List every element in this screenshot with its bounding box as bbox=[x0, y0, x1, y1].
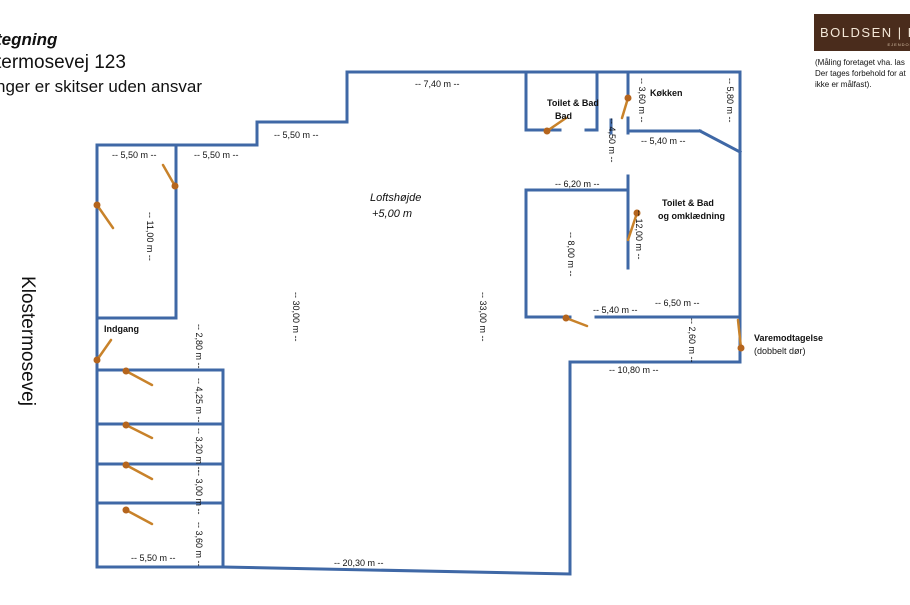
hinge bbox=[624, 94, 632, 102]
room-toilet-1-label-b: Bad bbox=[555, 111, 572, 121]
dim-6-20: -- 6,20 m -- bbox=[555, 179, 600, 189]
door-toilet-2 bbox=[626, 211, 639, 242]
hinge bbox=[122, 367, 130, 375]
door-hinges bbox=[93, 94, 745, 514]
dim-5-50-mid: -- 5,50 m -- bbox=[194, 150, 239, 160]
dim-2-60: -- 2,60 m -- bbox=[687, 318, 697, 363]
dim-7-40: -- 7,40 m -- bbox=[415, 79, 460, 89]
dim-5-40-bottom: -- 5,40 m -- bbox=[593, 305, 638, 315]
dim-2-80: -- 2,80 m -- bbox=[194, 324, 204, 369]
room-entrance-label: Indgang bbox=[104, 324, 139, 334]
plan-title: tegning bbox=[0, 30, 58, 49]
dim-5-80: -- 5,80 m -- bbox=[725, 78, 735, 123]
door-toilet-1 bbox=[545, 116, 568, 133]
hinge bbox=[633, 209, 641, 217]
ceiling-height-label: Loftshøjde bbox=[370, 192, 421, 204]
hinge bbox=[543, 127, 551, 135]
dim-10-80: -- 10,80 m -- bbox=[609, 365, 659, 375]
hinge bbox=[93, 201, 101, 209]
door-room-8 bbox=[564, 316, 589, 328]
doors bbox=[95, 96, 743, 526]
room-toilet-2-label-b: og omklædning bbox=[658, 211, 725, 221]
logo-subtext: EJENDOM bbox=[887, 42, 910, 47]
hinge bbox=[122, 506, 130, 514]
door-cell-1 bbox=[124, 369, 154, 387]
room-toilet-1-label: Toilet & Bad bbox=[547, 98, 599, 108]
hinge bbox=[737, 344, 745, 352]
door-cell-2 bbox=[124, 423, 154, 440]
dim-6-50: -- 6,50 m -- bbox=[655, 298, 700, 308]
dim-4-50: -- 4,50 m -- bbox=[607, 118, 617, 163]
dim-11-00: -- 11,00 m -- bbox=[145, 212, 155, 261]
outer-wall bbox=[95, 70, 742, 576]
room-kitchen-label: Køkken bbox=[650, 88, 683, 98]
walls bbox=[95, 70, 743, 576]
plan-disclaimer-note: nger er skitser uden ansvar bbox=[0, 77, 202, 96]
dim-5-50-left: -- 5,50 m -- bbox=[112, 150, 157, 160]
dim-33-00: -- 33,00 m -- bbox=[478, 292, 488, 342]
plan-address: termosevej 123 bbox=[0, 52, 126, 73]
hinge bbox=[122, 461, 130, 469]
dim-8-00: -- 8,00 m -- bbox=[566, 232, 576, 277]
dim-3-60-kitchen: -- 3,60 m -- bbox=[637, 78, 647, 123]
dim-3-20: -- 3,20 m -- bbox=[194, 428, 204, 473]
company-logo: BOLDSEN | ER EJENDOM bbox=[814, 14, 910, 51]
door-left-room-1 bbox=[95, 203, 115, 230]
hinge bbox=[122, 421, 130, 429]
measurement-disclaimer: (Måling foretaget vha. las Der tages for… bbox=[815, 58, 906, 89]
dim-3-60-bottom: -- 3,60 m -- bbox=[194, 522, 204, 567]
door-left-room-2 bbox=[161, 163, 177, 188]
wall-kitchen-diagonal bbox=[697, 128, 743, 155]
goods-receiving-sub: (dobbelt dør) bbox=[754, 346, 806, 356]
door-cell-4 bbox=[124, 508, 154, 526]
dim-20-30: -- 20,30 m -- bbox=[334, 558, 384, 568]
dim-5-40-top: -- 5,40 m -- bbox=[641, 136, 686, 146]
door-goods-receiving bbox=[736, 318, 743, 350]
dim-4-25: -- 4,25 m -- bbox=[194, 378, 204, 423]
hinge bbox=[93, 356, 101, 364]
dim-3-00: -- 3,00 m -- bbox=[194, 470, 204, 515]
dim-12-00: -- 12,00 m -- bbox=[634, 210, 644, 260]
door-entrance bbox=[95, 338, 113, 362]
hinge bbox=[171, 182, 179, 190]
ceiling-height-value: +5,00 m bbox=[372, 208, 412, 220]
dim-30-00: -- 30,00 m -- bbox=[291, 292, 301, 342]
dim-5-50-top: -- 5,50 m -- bbox=[274, 130, 319, 140]
hinge bbox=[562, 314, 570, 322]
dim-5-50-bottom: -- 5,50 m -- bbox=[131, 553, 176, 563]
goods-receiving-label: Varemodtagelse bbox=[754, 333, 823, 343]
room-toilet-2-label: Toilet & Bad bbox=[662, 198, 714, 208]
logo-text: BOLDSEN | ER bbox=[820, 25, 910, 40]
door-cell-3 bbox=[124, 463, 154, 481]
